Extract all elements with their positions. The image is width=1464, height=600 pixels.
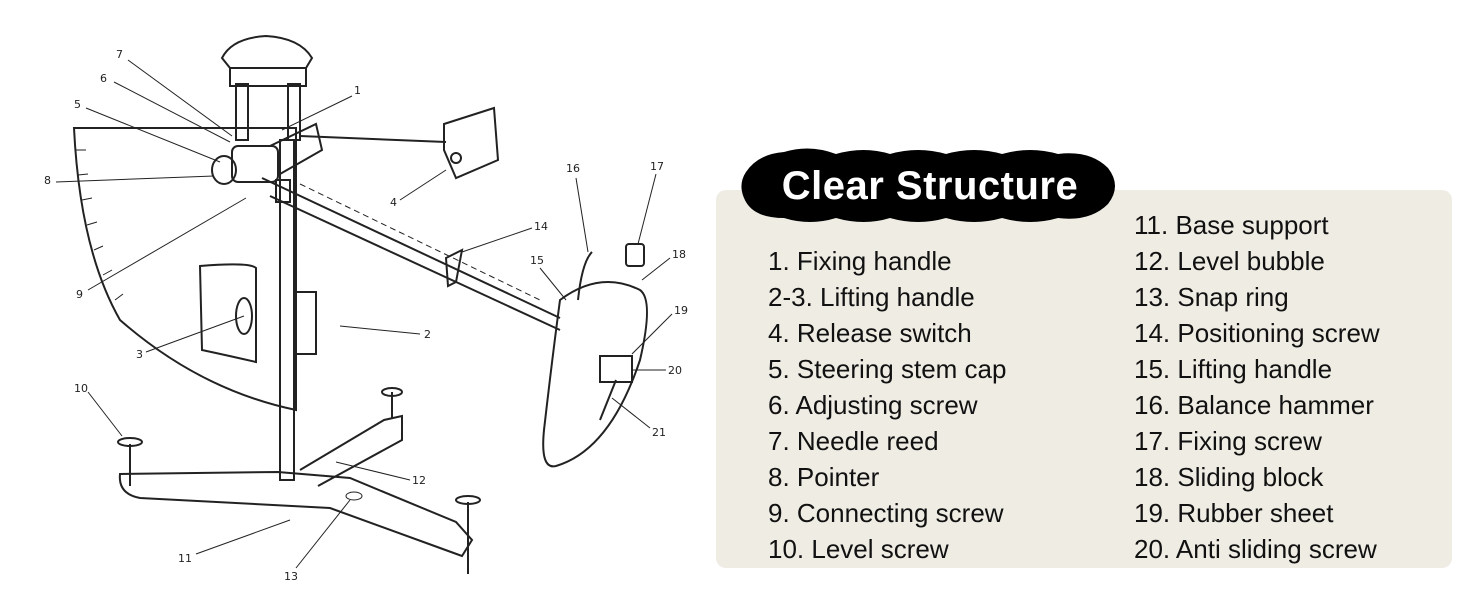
callout-17: 17 xyxy=(650,160,664,173)
legend-item: 15. Lifting handle xyxy=(1134,354,1333,384)
callout-18: 18 xyxy=(672,248,686,261)
legend-item: 14. Positioning screw xyxy=(1134,318,1380,348)
callout-7: 7 xyxy=(116,48,123,61)
legend-item: 13. Snap ring xyxy=(1134,282,1289,312)
callout-8: 8 xyxy=(44,174,51,187)
pendulum-tester-diagram: 1 2 3 4 5 6 7 8 9 10 11 12 13 14 15 16 1… xyxy=(44,34,688,583)
legend-item: 19. Rubber sheet xyxy=(1134,498,1334,528)
callout-3: 3 xyxy=(136,348,143,361)
legend-item: 4. Release switch xyxy=(768,318,972,348)
frame xyxy=(198,34,317,481)
legend-item: 6. Adjusting screw xyxy=(768,390,978,420)
scale-sector xyxy=(72,127,297,412)
callout-14: 14 xyxy=(534,220,548,233)
legend-item: 9. Connecting screw xyxy=(768,498,1004,528)
slider-foot xyxy=(542,243,648,468)
callout-2: 2 xyxy=(424,328,431,341)
callout-11: 11 xyxy=(178,552,192,565)
base xyxy=(117,387,481,574)
callout-16: 16 xyxy=(566,162,580,175)
callout-5: 5 xyxy=(74,98,81,111)
callout-numbers: 1 2 3 4 5 6 7 8 9 10 11 12 13 14 15 16 1… xyxy=(44,48,688,583)
legend-panel xyxy=(716,190,1452,568)
legend-item: 10. Level screw xyxy=(768,534,949,564)
legend-item: 5. Steering stem cap xyxy=(768,354,1007,384)
legend-list-right: 11. Base support 12. Level bubble 13. Sn… xyxy=(1134,207,1380,567)
callout-20: 20 xyxy=(668,364,682,377)
page-title: Clear Structure xyxy=(781,163,1079,208)
title-badge xyxy=(741,148,1115,222)
callout-6: 6 xyxy=(100,72,107,85)
callout-4: 4 xyxy=(390,196,397,209)
callout-1: 1 xyxy=(354,84,361,97)
legend-item: 2-3. Lifting handle xyxy=(768,282,975,312)
callout-9: 9 xyxy=(76,288,83,301)
legend-list-left: 1. Fixing handle 2-3. Lifting handle 4. … xyxy=(768,243,1006,567)
legend-item: 8. Pointer xyxy=(768,462,880,492)
callout-10: 10 xyxy=(74,382,88,395)
callout-15: 15 xyxy=(530,254,544,267)
legend-item: 20. Anti sliding screw xyxy=(1134,534,1377,564)
legend-item: 16. Balance hammer xyxy=(1134,390,1374,420)
legend-item: 17. Fixing screw xyxy=(1134,426,1322,456)
legend-item: 7. Needle reed xyxy=(768,426,939,456)
callout-19: 19 xyxy=(674,304,688,317)
pendulum-arm xyxy=(211,106,561,331)
callout-13: 13 xyxy=(284,570,298,583)
legend-item: 12. Level bubble xyxy=(1134,246,1325,276)
callout-12: 12 xyxy=(412,474,426,487)
legend-item: 18. Sliding block xyxy=(1134,462,1324,492)
callout-21: 21 xyxy=(652,426,666,439)
callout-leaders xyxy=(55,59,673,569)
legend-item: 11. Base support xyxy=(1134,210,1329,240)
legend-item: 1. Fixing handle xyxy=(768,246,952,276)
